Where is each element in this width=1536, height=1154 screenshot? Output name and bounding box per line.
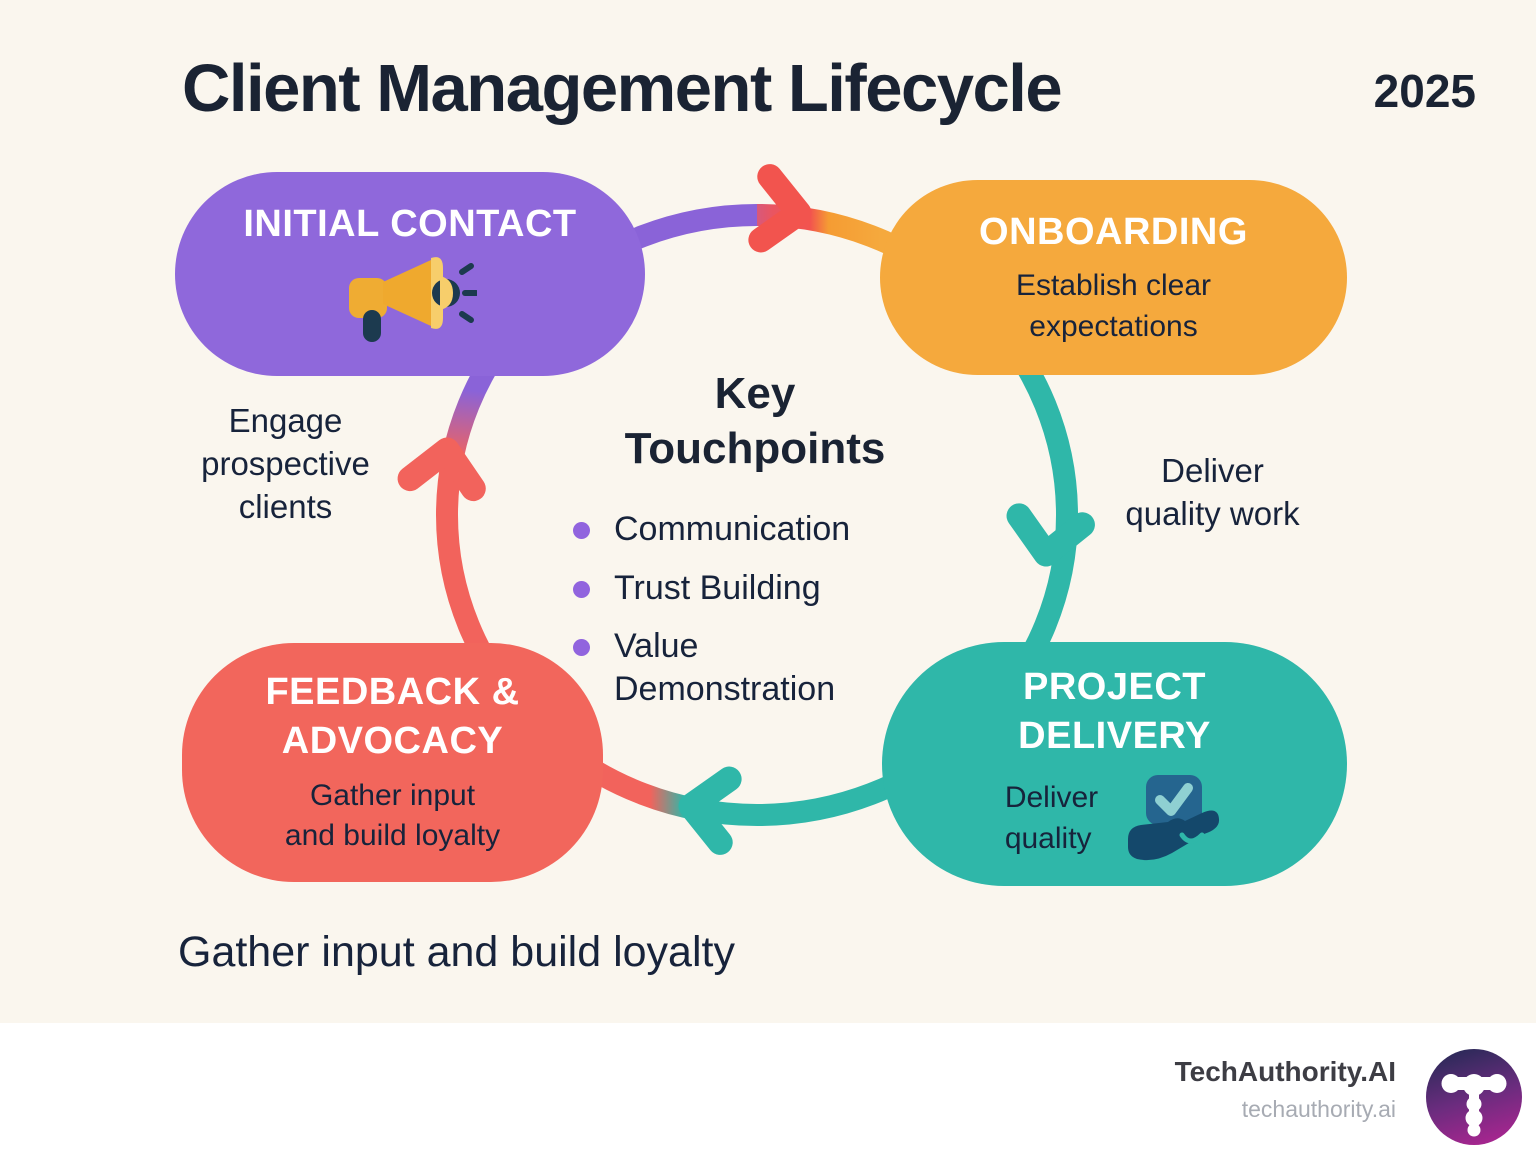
brand-website: techauthority.ai <box>1241 1096 1396 1122</box>
arrow-right-icon <box>748 164 812 253</box>
bullet-dot-icon <box>573 522 590 539</box>
stage-title: FEEDBACK & ADVOCACY <box>265 671 520 762</box>
bullet-dot-icon <box>573 639 590 656</box>
brand-block: TechAuthority.AI techauthority.ai <box>1175 1056 1396 1123</box>
stage-title: PROJECT DELIVERY <box>1018 666 1211 757</box>
page-title: Client Management Lifecycle <box>182 51 1063 126</box>
arc-label-engage-clients: Engage prospective clients <box>201 402 370 525</box>
arrow-down-icon <box>1006 503 1095 567</box>
stage-title: ONBOARDING <box>979 210 1248 253</box>
arrow-up-icon <box>397 437 486 502</box>
key-touchpoints-list: Communication Trust Building Value Demon… <box>545 508 965 710</box>
stage-description: Gather input and build loyalty <box>284 778 501 853</box>
arc-label-deliver-quality-work: Deliver quality work <box>1125 452 1300 532</box>
footer-bar: TechAuthority.AI techauthority.ai <box>0 1023 1536 1154</box>
list-item: Trust Building <box>573 567 965 610</box>
list-item: Value Demonstration <box>573 625 965 710</box>
quality-check-hand-icon <box>1128 774 1220 860</box>
bullet-dot-icon <box>573 580 590 598</box>
stage-initial-contact: INITIAL CONTACT <box>175 172 645 376</box>
techauthority-logo-icon <box>1426 1049 1522 1145</box>
stage-project-delivery: PROJECT DELIVERY Deliver quality <box>882 642 1347 886</box>
stage-description: Establish clear expectations <box>1015 269 1212 343</box>
stage-title: INITIAL CONTACT <box>243 202 577 245</box>
list-item: Communication <box>573 508 965 551</box>
stage-feedback-advocacy: FEEDBACK & ADVOCACY Gather input and bui… <box>182 643 603 882</box>
bottom-caption: Gather input and build loyalty <box>178 928 735 976</box>
brand-name: TechAuthority.AI <box>1174 1056 1396 1087</box>
megaphone-icon <box>349 257 477 343</box>
stage-onboarding: ONBOARDING Establish clear expectations <box>880 180 1347 375</box>
arrow-left-icon <box>678 766 742 855</box>
key-touchpoints-heading: Key Touchpoints <box>624 369 886 473</box>
key-touchpoints-panel: Key Touchpoints Communication Trust Buil… <box>545 366 965 726</box>
year-label: 2025 <box>1373 65 1476 117</box>
stage-description: Deliver quality <box>1004 781 1099 855</box>
